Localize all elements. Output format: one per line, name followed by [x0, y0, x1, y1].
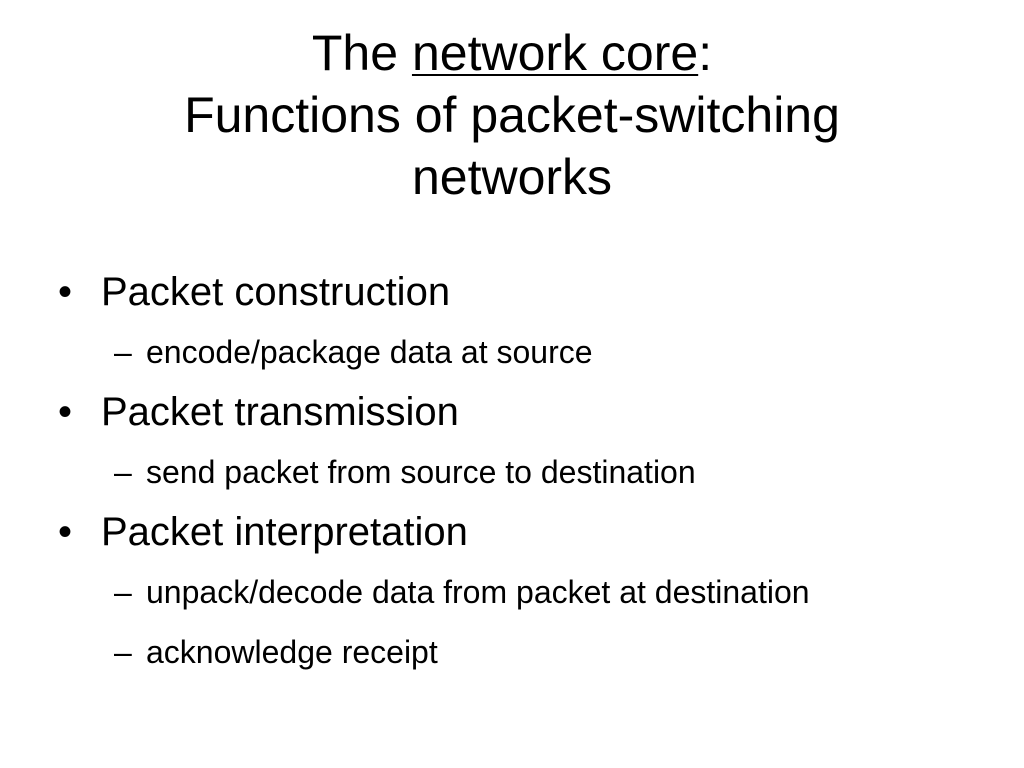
title-suffix: : [698, 25, 713, 81]
bullet-marker: • [58, 270, 73, 314]
title-prefix: The [311, 25, 412, 81]
bullet-text: Packet transmission [101, 390, 459, 434]
sub-bullet-item: – send packet from source to destination [0, 442, 1024, 502]
bullet-text: Packet interpretation [101, 510, 468, 554]
bullet-item: • Packet transmission [0, 382, 1024, 442]
sub-bullet-marker: – [114, 634, 132, 670]
title-line-3: networks [411, 149, 613, 205]
sub-bullet-text: send packet from source to destination [146, 454, 696, 490]
bullet-list: • Packet construction – encode/package d… [0, 262, 1024, 682]
bullet-item: • Packet interpretation [0, 502, 1024, 562]
bullet-marker: • [58, 390, 73, 434]
sub-bullet-marker: – [114, 454, 132, 490]
sub-bullet-marker: – [114, 334, 132, 370]
sub-bullet-text: encode/package data at source [146, 334, 593, 370]
title-underlined-term: network core [411, 25, 699, 81]
sub-bullet-text: unpack/decode data from packet at destin… [146, 574, 810, 610]
sub-bullet-marker: – [114, 574, 132, 610]
bullet-item: • Packet construction [0, 262, 1024, 322]
sub-bullet-item: – acknowledge receipt [0, 622, 1024, 682]
title-line-1: The network core: [40, 22, 984, 84]
sub-bullet-item: – encode/package data at source [0, 322, 1024, 382]
slide-title: The network core: Functions of packet-sw… [40, 22, 984, 208]
bullet-marker: • [58, 510, 73, 554]
sub-bullet-item: – unpack/decode data from packet at dest… [0, 562, 1024, 622]
bullet-text: Packet construction [101, 270, 451, 314]
sub-bullet-text: acknowledge receipt [146, 634, 438, 670]
title-line-2: Functions of packet-switching [184, 87, 840, 143]
